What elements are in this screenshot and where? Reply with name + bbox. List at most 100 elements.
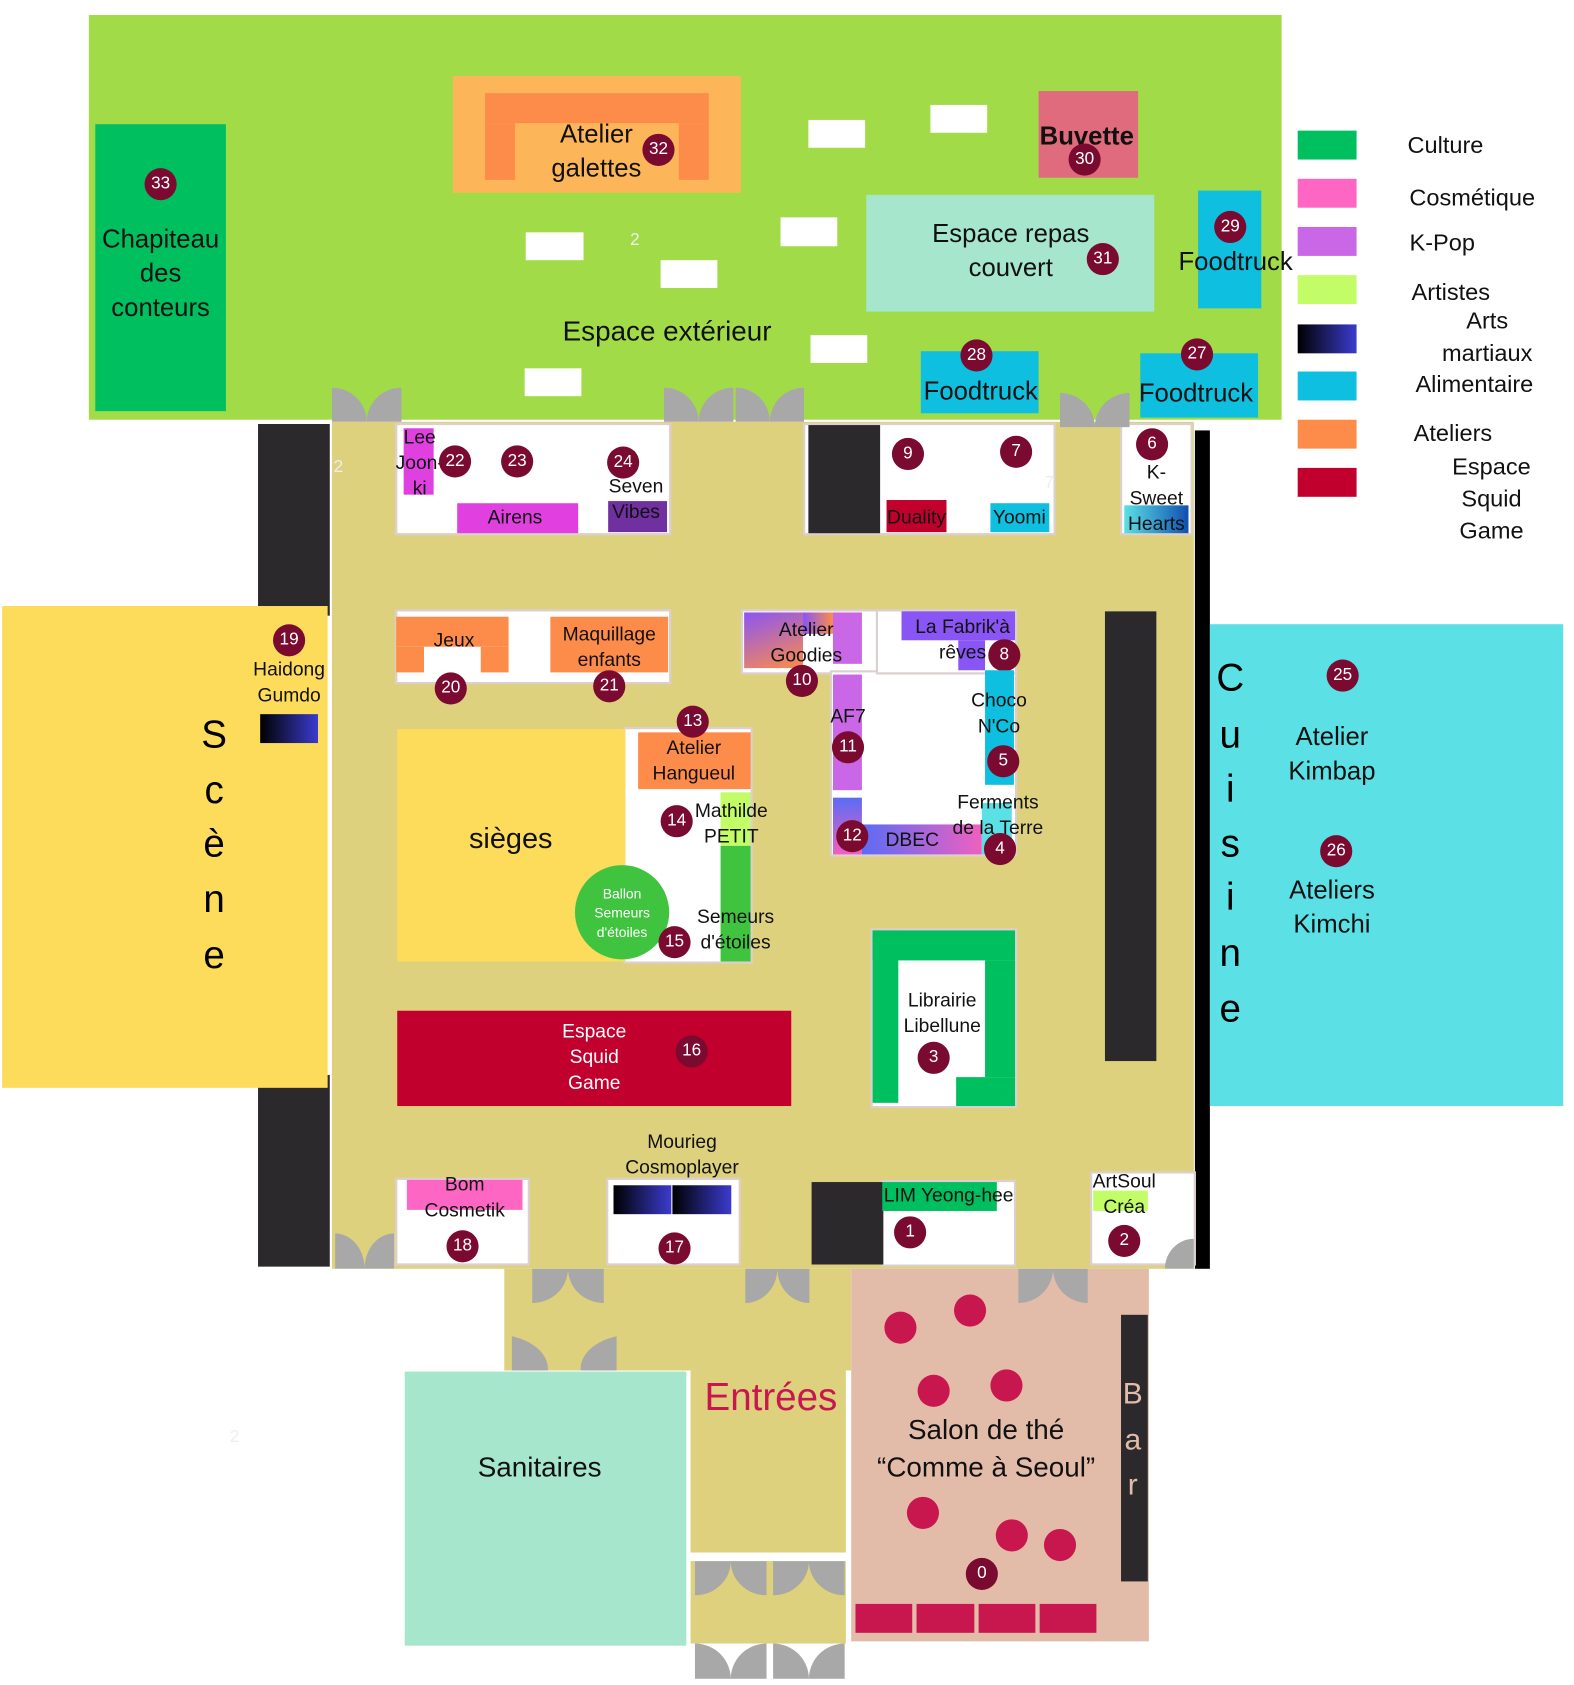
choco-nco-label: Choco N'Co: [971, 689, 1027, 737]
duality-stand[interactable]: [886, 500, 947, 533]
semeurs-stand[interactable]: [720, 845, 751, 962]
galettes-table: [485, 93, 709, 124]
atelier-goodies-stand[interactable]: [744, 612, 804, 669]
ateliers-kimchi-label: Ateliers Kimchi: [1289, 875, 1375, 940]
sanitaires-zone[interactable]: [404, 1371, 687, 1646]
librairie-stand: [985, 960, 1016, 1078]
picnic-table: [808, 119, 866, 148]
door-icon: [1059, 392, 1130, 428]
door-icon: [1164, 1238, 1194, 1269]
ferments-label: Ferments de la Terre: [952, 791, 1044, 839]
bar-counter[interactable]: [1121, 1314, 1148, 1582]
lim-yeong-hee-stand[interactable]: [882, 1182, 997, 1211]
door-icon: [773, 1561, 845, 1596]
scene-letter: c: [204, 767, 224, 812]
legend-swatch-cosmetique: [1297, 178, 1357, 208]
table-dot: [917, 1374, 950, 1407]
jeux-stand[interactable]: [396, 616, 509, 647]
wall-pillar: [811, 1182, 884, 1265]
la-fabrika-reves-stand[interactable]: [901, 611, 1016, 641]
badge-17: 17: [658, 1232, 691, 1265]
bench: [978, 1603, 1036, 1633]
badge-28: 28: [960, 339, 993, 372]
legend-swatch-alimentaire: [1297, 371, 1357, 401]
bar-letter: B: [1122, 1376, 1143, 1411]
af7-label: AF7: [830, 705, 866, 728]
seven-vibes-stand[interactable]: [608, 501, 668, 533]
badge-15: 15: [658, 926, 691, 959]
legend-label: K-Pop: [1409, 229, 1475, 256]
k-sweet-hearts-stand[interactable]: [1124, 505, 1189, 534]
badge-12: 12: [836, 820, 869, 853]
jeux-stand: [396, 646, 424, 673]
lee-joon-ki-stand[interactable]: [403, 428, 434, 495]
badge-8: 8: [988, 639, 1021, 672]
airens-label: Airens: [487, 506, 543, 528]
espace-squid-game-zone[interactable]: [397, 1010, 792, 1107]
stray-label: 2: [333, 458, 344, 477]
espace-squid-game-label: Espace Squid Game: [562, 1020, 627, 1094]
mourieg-stand: [672, 1185, 732, 1215]
table-dot: [884, 1311, 917, 1344]
legend-swatch-squid: [1297, 467, 1357, 497]
librairie-label: Librairie Libellune: [903, 989, 981, 1037]
picnic-table: [780, 217, 838, 247]
legend-swatch-artistes: [1297, 275, 1357, 305]
galettes-table: [678, 123, 709, 180]
dbec-label: DBEC: [885, 828, 940, 851]
picnic-table: [525, 232, 584, 261]
cuisine-letter: s: [1220, 821, 1240, 866]
airens-stand[interactable]: [457, 503, 579, 534]
outdoor-label: Espace extérieur: [562, 314, 772, 347]
wall-pillar: [808, 425, 881, 534]
cuisine-zone[interactable]: [1209, 624, 1564, 1107]
badge-16: 16: [675, 1035, 708, 1068]
cuisine-letter: n: [1219, 930, 1241, 975]
picnic-table: [524, 368, 582, 397]
atelier-kimbap-label: Atelier Kimbap: [1288, 722, 1376, 786]
foodtruck-27-label: Foodtruck: [1138, 379, 1254, 408]
cuisine-letter: i: [1225, 766, 1235, 811]
badge-4: 4: [983, 833, 1017, 866]
sieges-label: sièges: [468, 822, 553, 855]
entrees-floor: [690, 1370, 846, 1553]
ballon-label: Ballon Semeurs d'étoiles: [594, 885, 650, 941]
badge-21: 21: [593, 670, 626, 703]
table-dot: [1043, 1528, 1077, 1562]
scene-letter: e: [203, 932, 225, 977]
bench: [855, 1603, 913, 1633]
bench: [916, 1603, 975, 1633]
sanitaires-label: Sanitaires: [477, 1450, 602, 1483]
wall-pillar: [258, 1074, 330, 1267]
artsoul-stand[interactable]: [1093, 1190, 1148, 1211]
foodtruck-29[interactable]: [1198, 190, 1262, 309]
legend-label: Espace Squid Game: [1452, 452, 1531, 544]
salon-de-the-label: Salon de thé “Comme à Seoul”: [877, 1413, 1096, 1483]
door-icon: [663, 387, 734, 422]
haidong-gumdo-stand[interactable]: [260, 714, 318, 744]
bom-cosmetik-stand[interactable]: [406, 1179, 523, 1210]
yoomi-stand[interactable]: [990, 503, 1050, 533]
badge-2: 2: [1108, 1224, 1141, 1258]
lee-joon-ki-label: Lee Joon- ki: [395, 426, 444, 499]
scene-letter: è: [203, 821, 225, 866]
atelier-hangueul-label: Atelier Hangueul: [652, 736, 736, 784]
mathilde-petit-stand[interactable]: [720, 792, 751, 846]
door-icon: [735, 387, 805, 422]
chapiteau-label: Chapiteau des conteurs: [102, 224, 220, 323]
legend-swatch-kpop: [1297, 226, 1357, 256]
maquillage-stand[interactable]: [550, 616, 669, 673]
badge-24: 24: [607, 446, 640, 479]
kpop-stand[interactable]: [833, 612, 862, 664]
atelier-galettes-label: Atelier galettes: [551, 119, 642, 184]
door-icon: [694, 1561, 767, 1596]
scene-zone[interactable]: [2, 606, 328, 1088]
stray-label: 2: [630, 231, 640, 250]
stray-label: 2: [229, 1428, 240, 1447]
mourieg-stand[interactable]: [613, 1185, 672, 1215]
foodtruck-28-label: Foodtruck: [923, 376, 1038, 406]
ballon-semeurs[interactable]: [574, 865, 670, 960]
table-dot: [990, 1369, 1023, 1402]
atelier-hangueul-stand[interactable]: [638, 732, 751, 790]
